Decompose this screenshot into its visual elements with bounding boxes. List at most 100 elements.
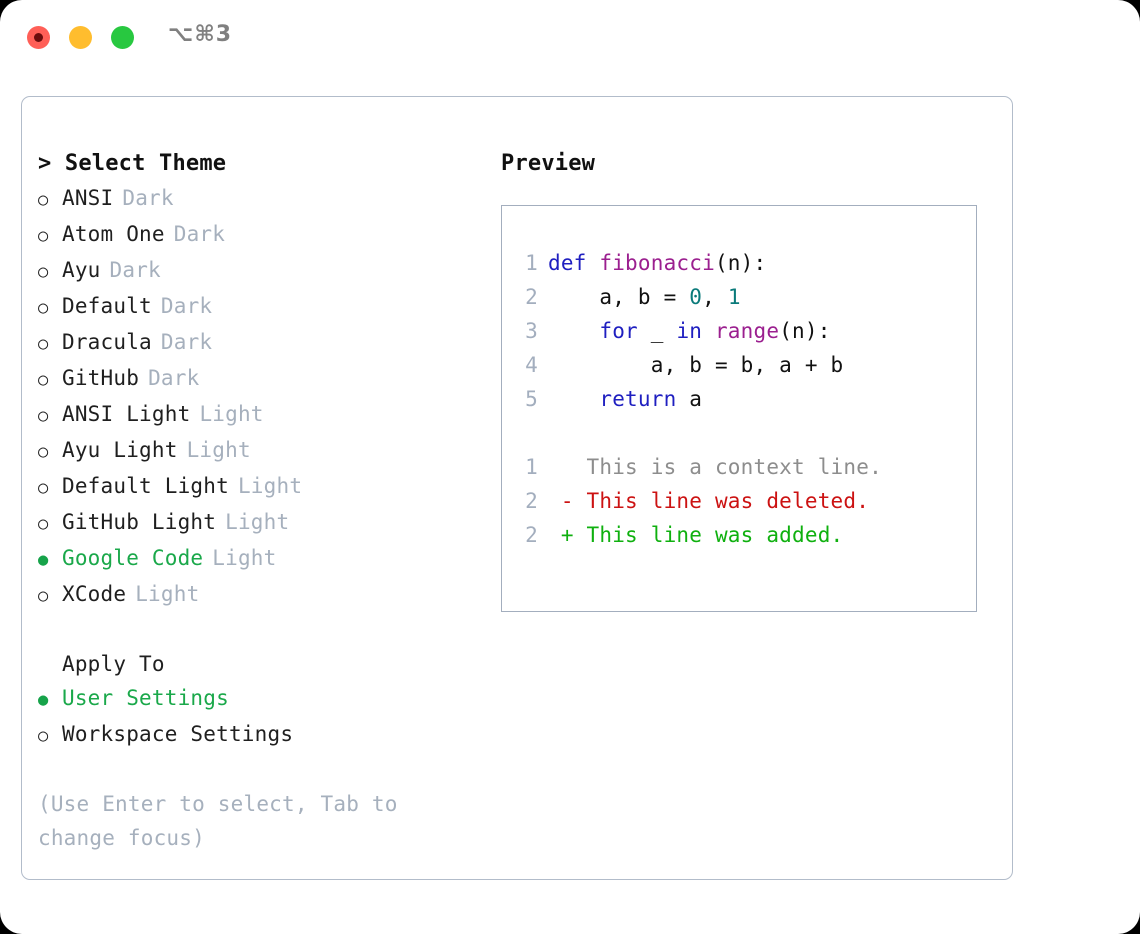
code-line-number: 1 (525, 251, 538, 275)
code-token-num: 1 (727, 285, 741, 309)
theme-option-label: Default Light (62, 474, 229, 498)
theme-variant-tag: Light (199, 402, 264, 426)
diff-line-text: This is a context line. (548, 455, 882, 479)
radio-selected-icon: ● (38, 550, 49, 570)
apply-to-option-list[interactable]: ● User Settings ○ Workspace Settings (38, 681, 478, 753)
apply-to-option-workspace-settings[interactable]: ○ Workspace Settings (38, 717, 478, 753)
theme-option-label: Ayu Light (62, 438, 178, 462)
code-diff-spacer (502, 416, 976, 450)
apply-to-option-label: Workspace Settings (62, 722, 294, 746)
theme-option-ansi[interactable]: ○ ANSI Dark (38, 181, 478, 217)
radio-unselected-icon: ○ (38, 334, 49, 354)
theme-option-default[interactable]: ○ Default Dark (38, 289, 478, 325)
code-token-pl: _ (637, 319, 677, 343)
diff-line-number: 2 (525, 523, 538, 547)
code-token-num: 0 (689, 285, 703, 309)
theme-option-dracula[interactable]: ○ Dracula Dark (38, 325, 478, 361)
theme-option-label: GitHub (62, 366, 140, 390)
radio-selected-icon: ● (38, 690, 49, 710)
theme-option-label: Dracula (62, 330, 152, 354)
code-line-text: return a (548, 382, 702, 416)
theme-option-label: Ayu (62, 258, 101, 282)
diff-line-del: 2 - This line was deleted. (502, 484, 976, 518)
code-token-pl (548, 319, 599, 343)
code-line-number: 5 (525, 387, 538, 411)
traffic-light-buttons (27, 26, 134, 49)
maximize-button[interactable] (111, 26, 134, 49)
code-line: 5 return a (502, 382, 976, 416)
radio-unselected-icon: ○ (38, 478, 49, 498)
diff-sample-block: 1 This is a context line. 2 - This line w… (502, 450, 976, 552)
keyboard-hint-text: (Use Enter to select, Tab to change focu… (38, 792, 411, 850)
code-token-pl: a, b = b, a + b (548, 353, 844, 377)
theme-variant-tag: Dark (122, 186, 174, 210)
code-token-pl (548, 387, 599, 411)
code-line-text: a, b = 0, 1 (548, 280, 741, 314)
code-line-text: for _ in range(n): (548, 314, 831, 348)
theme-variant-tag: Dark (148, 366, 200, 390)
code-line-number: 3 (525, 319, 538, 343)
theme-variant-tag: Dark (160, 330, 213, 354)
select-theme-heading: > Select Theme (38, 151, 227, 176)
apply-to-heading: Apply To (62, 652, 165, 676)
code-line: 4 a, b = b, a + b (502, 348, 976, 382)
keyboard-shortcut-label: ⌥⌘3 (168, 22, 233, 47)
code-token-pl: a (676, 387, 703, 411)
code-token-pl: , (702, 285, 728, 309)
code-line: 2 a, b = 0, 1 (502, 280, 976, 314)
code-line-text: def fibonacci(n): (548, 246, 766, 280)
code-token-kw: def (548, 251, 600, 275)
theme-option-label: ANSI Light (62, 402, 191, 426)
radio-unselected-icon: ○ (38, 726, 49, 746)
code-line-text: a, b = b, a + b (548, 348, 843, 382)
code-token-kw: for (599, 319, 638, 343)
theme-variant-tag: Light (225, 510, 290, 534)
theme-variant-tag: Light (212, 546, 277, 570)
theme-option-label: ANSI (62, 186, 114, 210)
theme-option-ansi-light[interactable]: ○ ANSI Light Light (38, 397, 478, 433)
diff-line-add: 2 + This line was added. (502, 518, 976, 552)
code-token-pl: (n): (779, 319, 831, 343)
code-token-pl: (n): (714, 251, 767, 275)
radio-unselected-icon: ○ (38, 190, 49, 210)
diff-line-text: + This line was added. (548, 523, 844, 547)
theme-option-google-code[interactable]: ● Google Code Light (38, 541, 478, 577)
code-token-fn: fibonacci (599, 251, 715, 275)
radio-unselected-icon: ○ (38, 442, 49, 462)
apply-to-option-label: User Settings (62, 686, 229, 710)
code-line-number: 2 (525, 285, 538, 309)
radio-unselected-icon: ○ (38, 298, 49, 318)
diff-line-text: - This line was deleted. (548, 489, 870, 513)
code-token-pl: a, b = (548, 285, 690, 309)
close-button[interactable] (27, 26, 50, 49)
radio-unselected-icon: ○ (38, 586, 49, 606)
theme-option-ayu[interactable]: ○ Ayu Dark (38, 253, 478, 289)
list-spacer (38, 613, 478, 647)
diff-line-number: 1 (525, 455, 538, 479)
diff-line-number: 2 (525, 489, 538, 513)
code-line: 1 def fibonacci(n): (502, 246, 976, 280)
apply-to-option-user-settings[interactable]: ● User Settings (38, 681, 478, 717)
theme-variant-tag: Dark (109, 258, 161, 282)
code-token-pl (702, 319, 715, 343)
radio-unselected-icon: ○ (38, 406, 49, 426)
theme-option-label: Default (62, 294, 152, 318)
preview-heading: Preview (501, 151, 596, 176)
code-token-kw: return (599, 387, 677, 411)
theme-variant-tag: Dark (160, 294, 213, 318)
theme-option-label: Google Code (62, 546, 204, 570)
theme-option-label: GitHub Light (62, 510, 217, 534)
minimize-button[interactable] (69, 26, 92, 49)
radio-unselected-icon: ○ (38, 262, 49, 282)
